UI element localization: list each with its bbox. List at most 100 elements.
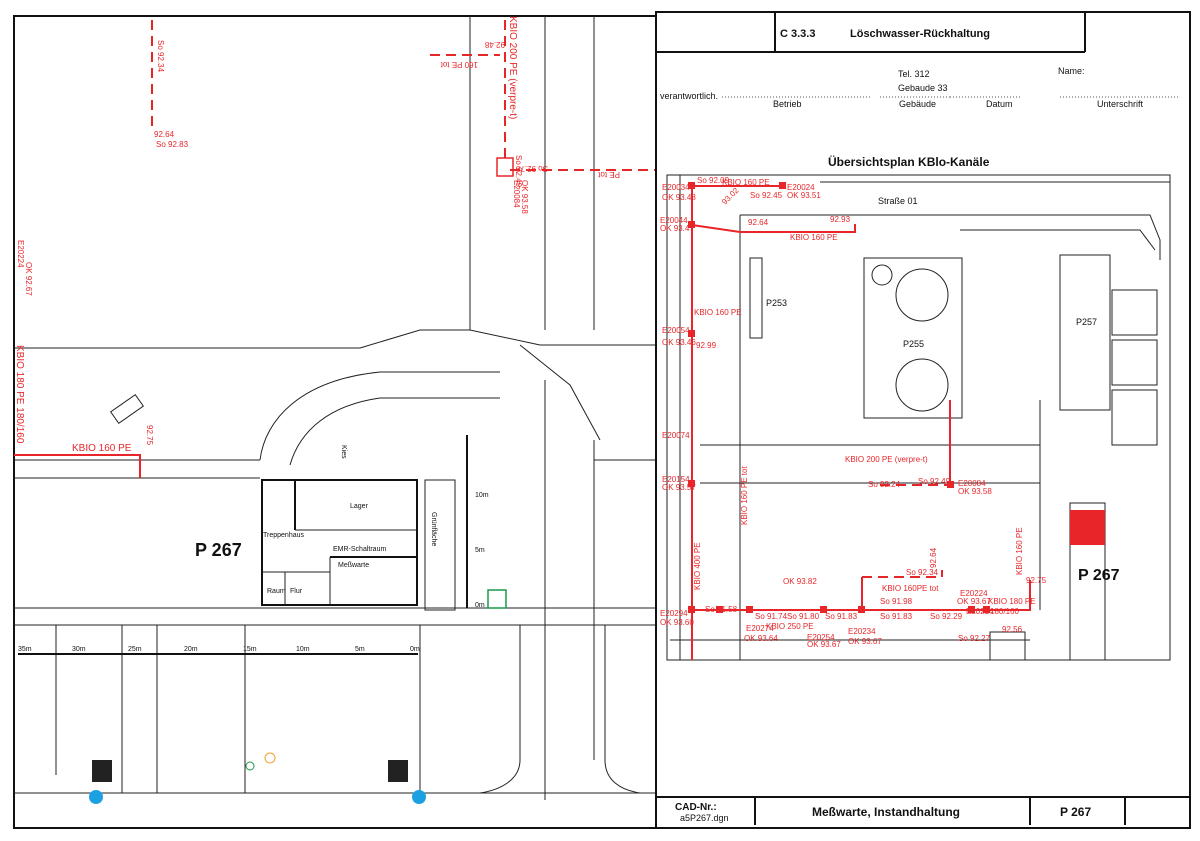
elevation-label: So 92.09 — [697, 176, 730, 185]
pipe-label: So 92.83 — [156, 140, 189, 149]
elevation-label: So 92.24 — [868, 480, 901, 489]
pipe-label: 160 PE tot — [440, 60, 478, 69]
elevation-label: OK 93.67 — [848, 637, 882, 646]
manhole-id: E20254 — [807, 633, 835, 642]
alarm-icon — [264, 752, 276, 764]
scale-v-label: 0m — [475, 602, 485, 609]
elevation-label: OK 93.82 — [783, 577, 817, 586]
pipe-label: KBIO 180 PE — [988, 597, 1036, 606]
name-label: Name: — [1058, 66, 1085, 76]
pipe-label: So 92.49 — [514, 155, 523, 188]
pipe-label: OK 93.58 — [520, 180, 529, 214]
elevation-label: OK 93.46 — [662, 338, 696, 347]
elevation-label: So 92.49 — [918, 477, 951, 486]
room-label-raum: Raum — [267, 588, 286, 595]
pipe-label: PE tot — [597, 170, 620, 179]
plan-title: Übersichtsplan KBlo-Kanäle — [828, 154, 990, 169]
lamp-icon — [245, 761, 255, 771]
manhole-id: E20294 — [660, 609, 688, 618]
pipe-label: KBIO 160PE tot — [882, 584, 939, 593]
right-sheet-border — [655, 11, 1191, 829]
pipe-label: KBIO 160 PE — [790, 233, 838, 242]
gruenflaeche-label: Grünfläche — [430, 512, 437, 546]
overview-plan: P253 P255 P257 P 267 Straße 01 — [660, 174, 1171, 661]
elevation-label: So 91.80 — [787, 612, 820, 621]
scale-h-label: 25m — [128, 646, 142, 653]
manhole-id: E20224 — [960, 589, 988, 598]
pipe-label: KBIO 200 PE (verpre-t) — [507, 16, 518, 119]
building-p257: P257 — [1076, 317, 1097, 327]
building-p267-floorplan: Lager EMR-Schaltraum Meßwarte Treppenhau… — [261, 479, 456, 611]
elevation-label: 92.56 — [1002, 625, 1023, 634]
manhole-id: E20054 — [662, 326, 690, 335]
manhole-id: E20084 — [958, 479, 986, 488]
pipe-label: 92.64 — [154, 130, 175, 139]
pipe-label: KBIO 400 PE — [693, 542, 702, 590]
elevation-label: So 91.74 — [755, 612, 788, 621]
manhole-id: E20044 — [660, 216, 688, 225]
scale-h-label: 10m — [296, 646, 310, 653]
elevation-label: OK 93.58 — [958, 487, 992, 496]
manhole-id: E20034 — [662, 183, 690, 192]
elevation-label: So 92.27 — [958, 634, 991, 643]
left-sheet-border — [13, 15, 657, 829]
drain-grate-icon — [92, 760, 112, 782]
marker-pin-icon[interactable] — [89, 790, 103, 804]
elevation-label: OK 93.57 — [662, 483, 696, 492]
field-betrieb: Betrieb — [773, 99, 802, 109]
pipe-label: E20224 — [16, 240, 25, 268]
gebaeude-value: Gebaude 33 — [898, 83, 948, 93]
room-label-treppenhaus: Treppenhaus — [263, 532, 304, 539]
pipe-labels: E20034 OK 93.48 So 92.09 KBIO 160 PE E20… — [660, 176, 1047, 649]
right-sheet: C 3.3.3 Löschwasser-Rückhaltung Tel. 312… — [655, 11, 1191, 829]
responsible-label: verantwortlich. — [660, 91, 718, 101]
elevation-label: So 92.34 — [906, 568, 939, 577]
scale-h-label: 5m — [355, 646, 365, 653]
pipe-label: KBIO 160 PE — [722, 178, 770, 187]
manhole-icon — [496, 157, 514, 177]
cad-file-name: a5P267.dgn — [680, 813, 729, 823]
elevation-label: OK 93.67 — [957, 597, 991, 606]
elevation-label: So 91.98 — [880, 597, 913, 606]
marker-pin-icon[interactable] — [412, 790, 426, 804]
elevation-label: 92.99 — [696, 341, 717, 350]
scale-h: 35m 30m 25m 20m 15m 10m 5m 0m — [18, 646, 420, 653]
elevation-label: So 91.83 — [825, 612, 858, 621]
elevation-label: So 92.45 — [750, 191, 783, 200]
document-title: Löschwasser-Rückhaltung — [850, 28, 990, 40]
highlighted-area — [1070, 510, 1105, 545]
scale-h-label: 0m — [410, 646, 420, 653]
elevation-label: OK 93.64 — [744, 634, 778, 643]
pipe-label: KBIO 160 PE — [694, 308, 742, 317]
drain-grate-icon — [388, 760, 408, 782]
scale-h-label: 15m — [243, 646, 257, 653]
field-gebaeude: Gebäude — [899, 99, 936, 109]
pipe-label: E20084 — [512, 180, 521, 208]
manhole-id: E20234 — [848, 627, 876, 636]
pipe-label: KBIO 160 PE tot — [740, 466, 749, 525]
street-label: Straße 01 — [878, 196, 918, 206]
elevation-label: OK 93.60 — [660, 618, 694, 627]
scale-v-label: 5m — [475, 547, 485, 554]
pipe-label: 92.48 — [484, 40, 505, 49]
building-label: P 267 — [195, 540, 242, 560]
elevation-label: So 92.29 — [930, 612, 963, 621]
elevation-label: So 91.58 — [705, 605, 738, 614]
footer-description: Meßwarte, Instandhaltung — [812, 805, 960, 819]
inlet-box-icon — [110, 393, 144, 425]
scale-h-label: 35m — [18, 646, 32, 653]
elevation-label: So 91.83 — [880, 612, 913, 621]
scale-v-label: 10m — [475, 492, 489, 499]
pipe-label: KBIO 160 PE — [1015, 527, 1024, 575]
left-sheet: Lager EMR-Schaltraum Meßwarte Treppenhau… — [13, 15, 657, 829]
pipe-label: OK 92.67 — [24, 262, 33, 296]
elevation-label: 93.02 — [720, 186, 741, 207]
cad-number-label: CAD-Nr.: — [675, 802, 717, 813]
elevation-label: OK 93.47 — [660, 224, 694, 233]
room-label-emr-schaltraum: EMR-Schaltraum — [333, 546, 386, 553]
pipe-label: So 92.78 — [515, 164, 548, 173]
room-label-messwarte: Meßwarte — [338, 562, 369, 569]
elevation-label: OK 93.48 — [662, 193, 696, 202]
scale-h-label: 20m — [184, 646, 198, 653]
field-unterschrift: Unterschrift — [1097, 99, 1144, 109]
